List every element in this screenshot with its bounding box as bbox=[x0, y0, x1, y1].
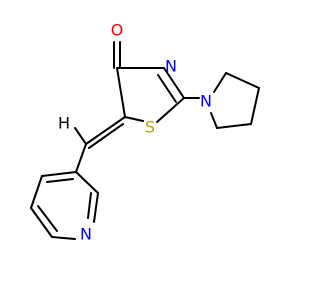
bond-pyr-c2-n1-double bbox=[87, 192, 92, 219]
structure-canvas: O N S N N H bbox=[30, 21, 260, 244]
bond-exocyclic-pyridine bbox=[75, 143, 87, 173]
bond-pyr-c6-c5 bbox=[30, 207, 53, 238]
bond-n3-c2-double bbox=[157, 74, 177, 103]
bond-pyrrolidine-c1-c2 bbox=[225, 72, 260, 89]
bond-pyrrolidine-c4-n bbox=[210, 112, 218, 129]
bond-pyr-n1-c6 bbox=[51, 236, 76, 240]
bond-pyr-c4-c3 bbox=[41, 171, 77, 177]
exocyclic-h-label: H bbox=[58, 114, 70, 133]
bond-pyrrolidine-c2-c3 bbox=[250, 87, 260, 125]
bond-pyr-c2-n1 bbox=[93, 192, 99, 223]
bond-n3-c2 bbox=[163, 67, 185, 99]
pyridine-nitrogen-label: N bbox=[80, 225, 92, 244]
bond-pyr-c4-c3-double bbox=[46, 178, 74, 183]
molecule-structure: O N S N N H bbox=[30, 21, 260, 244]
bond-c5-exocyclic-double bbox=[88, 123, 124, 149]
bond-pyrrolidine-c3-c4 bbox=[216, 123, 252, 129]
oxygen-label: O bbox=[111, 21, 124, 40]
bond-s1-c5 bbox=[124, 116, 144, 122]
bond-pyr-c6-c5-double bbox=[37, 205, 58, 232]
ring-nitrogen-label: N bbox=[165, 57, 177, 76]
bond-c2-s1 bbox=[156, 97, 185, 123]
bond-c4-c5 bbox=[116, 67, 126, 118]
bond-c5-exocyclic bbox=[85, 116, 126, 145]
sulfur-label: S bbox=[145, 118, 155, 137]
bond-pyr-c3-c2 bbox=[75, 171, 99, 194]
bond-pyr-c5-c4 bbox=[30, 175, 43, 209]
bond-exocyclic-h bbox=[74, 127, 87, 145]
bond-pyrrolidine-n-c1 bbox=[213, 72, 227, 93]
pyrrolidine-nitrogen-label: N bbox=[200, 92, 212, 111]
